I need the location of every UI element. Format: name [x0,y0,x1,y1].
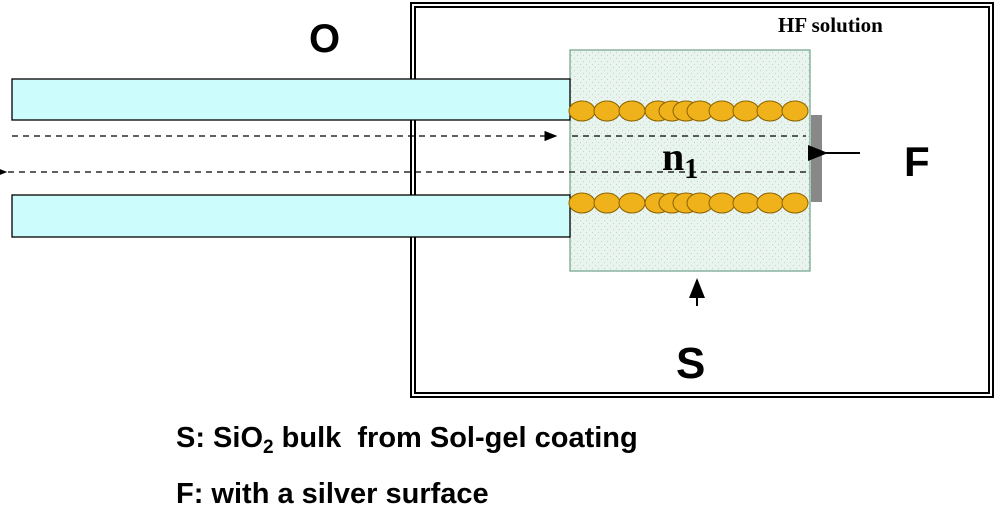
particle-bead [568,192,596,214]
face-label: F [904,138,930,185]
particle-bead [732,192,760,214]
refractive-index-sub: 1 [684,154,698,185]
particle-bead [781,100,809,122]
particle-bead [756,192,784,214]
particle-bead [708,100,736,122]
particle-bead [781,192,809,214]
particle-bead [756,100,784,122]
solgel-coating-texture [570,50,810,271]
refractive-index-base: n [662,134,684,179]
legend-s-subscript: 2 [263,437,274,458]
particle-bead [618,192,646,214]
particle-bead [732,100,760,122]
hf-solution-label: HF solution [778,13,883,37]
fiber-cladding-upper [11,78,571,121]
side-label: S [676,339,705,388]
legend-s-prefix: S: SiO [176,422,264,454]
refractive-index-label: n1 [662,134,698,185]
silver-surface [811,115,822,202]
particle-bead [708,192,736,214]
particle-bead [593,100,621,122]
outside-label: O [309,17,340,61]
legend-s-suffix: bulk from Sol-gel coating [273,422,638,454]
particle-bead [568,100,596,122]
particle-row-upper [568,100,809,122]
particle-row-lower [568,192,809,214]
particle-bead [593,192,621,214]
fiber-cladding-lower [11,194,571,238]
legend-s-line: S: SiO2 bulk from Sol-gel coating [176,422,638,459]
particle-bead [618,100,646,122]
legend-f-line: F: with a silver surface [176,478,489,510]
